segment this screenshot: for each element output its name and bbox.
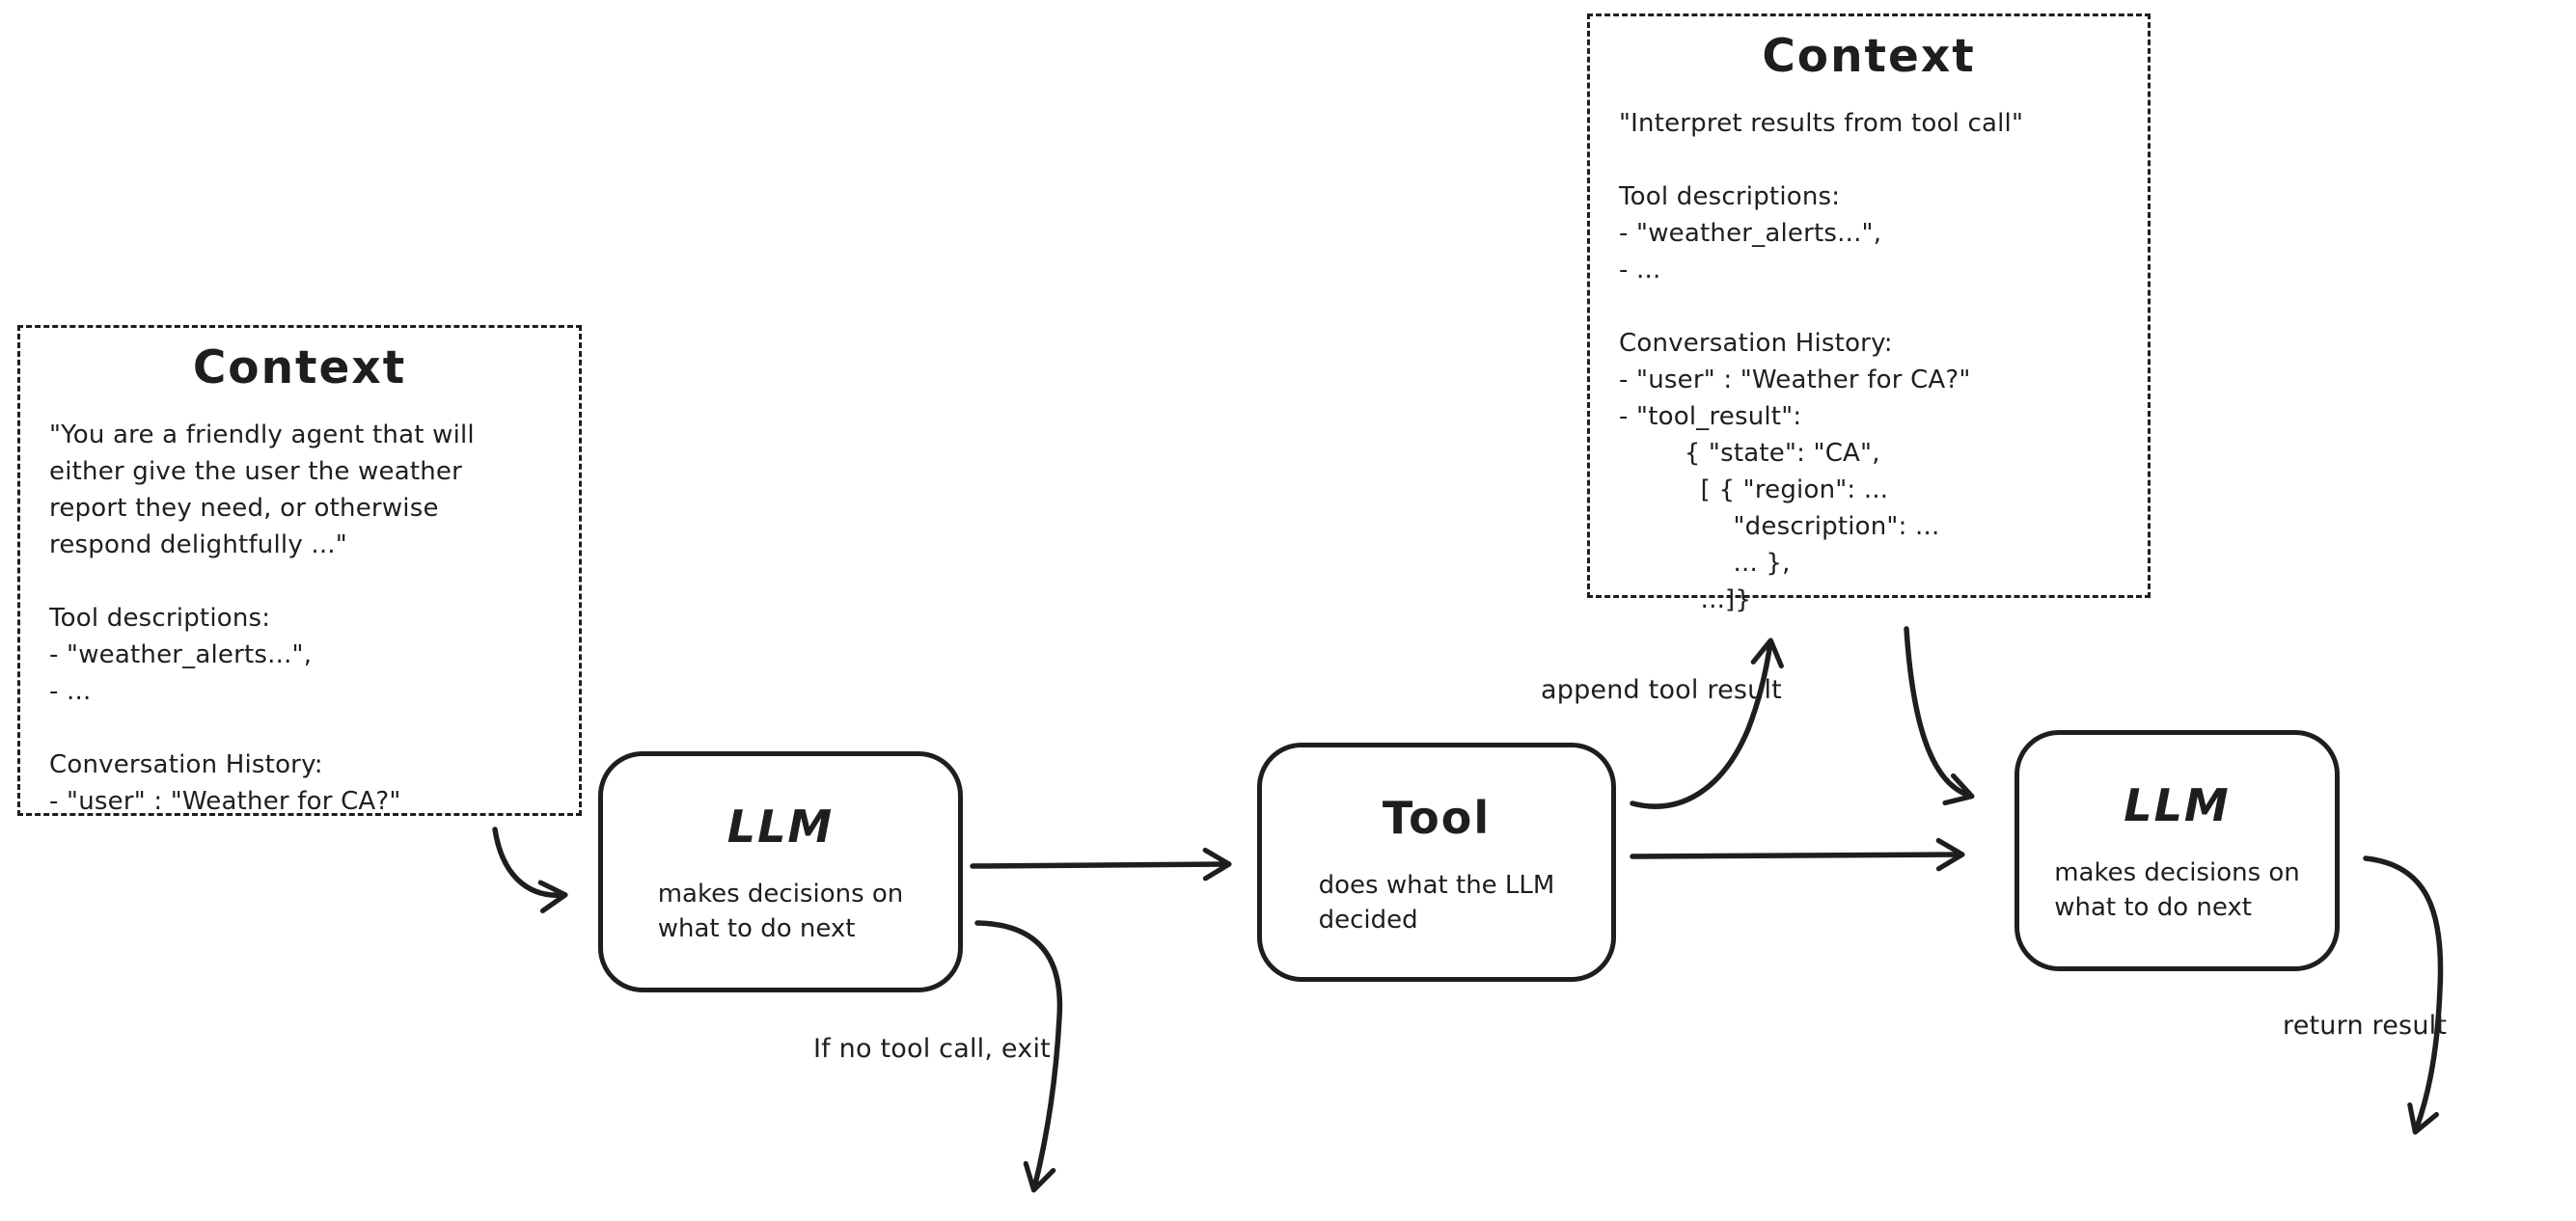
- context-box-top: Context "Interpret results from tool cal…: [1587, 14, 2151, 614]
- label-return-result: return result: [2283, 1011, 2448, 1041]
- node-llm-1-title: LLM: [726, 800, 835, 853]
- label-if-no-tool-call-exit: If no tool call, exit: [813, 1034, 1051, 1064]
- node-llm-1-subtitle: makes decisions on what to do next: [657, 879, 904, 943]
- node-llm-2-subtitle: makes decisions on what to do next: [2054, 857, 2300, 922]
- label-append-tool-result: append tool result: [1541, 675, 1782, 705]
- arrow-context-left-to-llm1: [492, 827, 568, 913]
- node-llm-1: LLM makes decisions on what to do next: [598, 751, 963, 992]
- context-box-left: Context "You are a friendly agent that w…: [17, 325, 582, 816]
- arrow-llm1-to-tool: [970, 847, 1232, 882]
- arrow-context-top-to-llm2: [1904, 626, 1975, 806]
- arrow-tool-to-context-top: [1630, 638, 1784, 809]
- node-tool-subtitle: does what the LLM decided: [1318, 870, 1555, 935]
- arrow-llm2-return-result: [2363, 855, 2444, 1135]
- node-tool-title: Tool: [1382, 792, 1492, 844]
- context-left-body: "You are a friendly agent that will eith…: [49, 421, 475, 817]
- context-left-title: Context: [192, 341, 407, 394]
- node-llm-2-title: LLM: [2124, 779, 2231, 831]
- arrow-tool-to-llm2: [1630, 837, 1965, 872]
- context-top-title: Context: [1762, 30, 1976, 83]
- node-tool: Tool does what the LLM decided: [1257, 743, 1616, 982]
- context-top-body: "Interpret results from tool call" Tool …: [1619, 109, 2024, 615]
- node-llm-2: LLM makes decisions on what to do next: [2014, 730, 2340, 971]
